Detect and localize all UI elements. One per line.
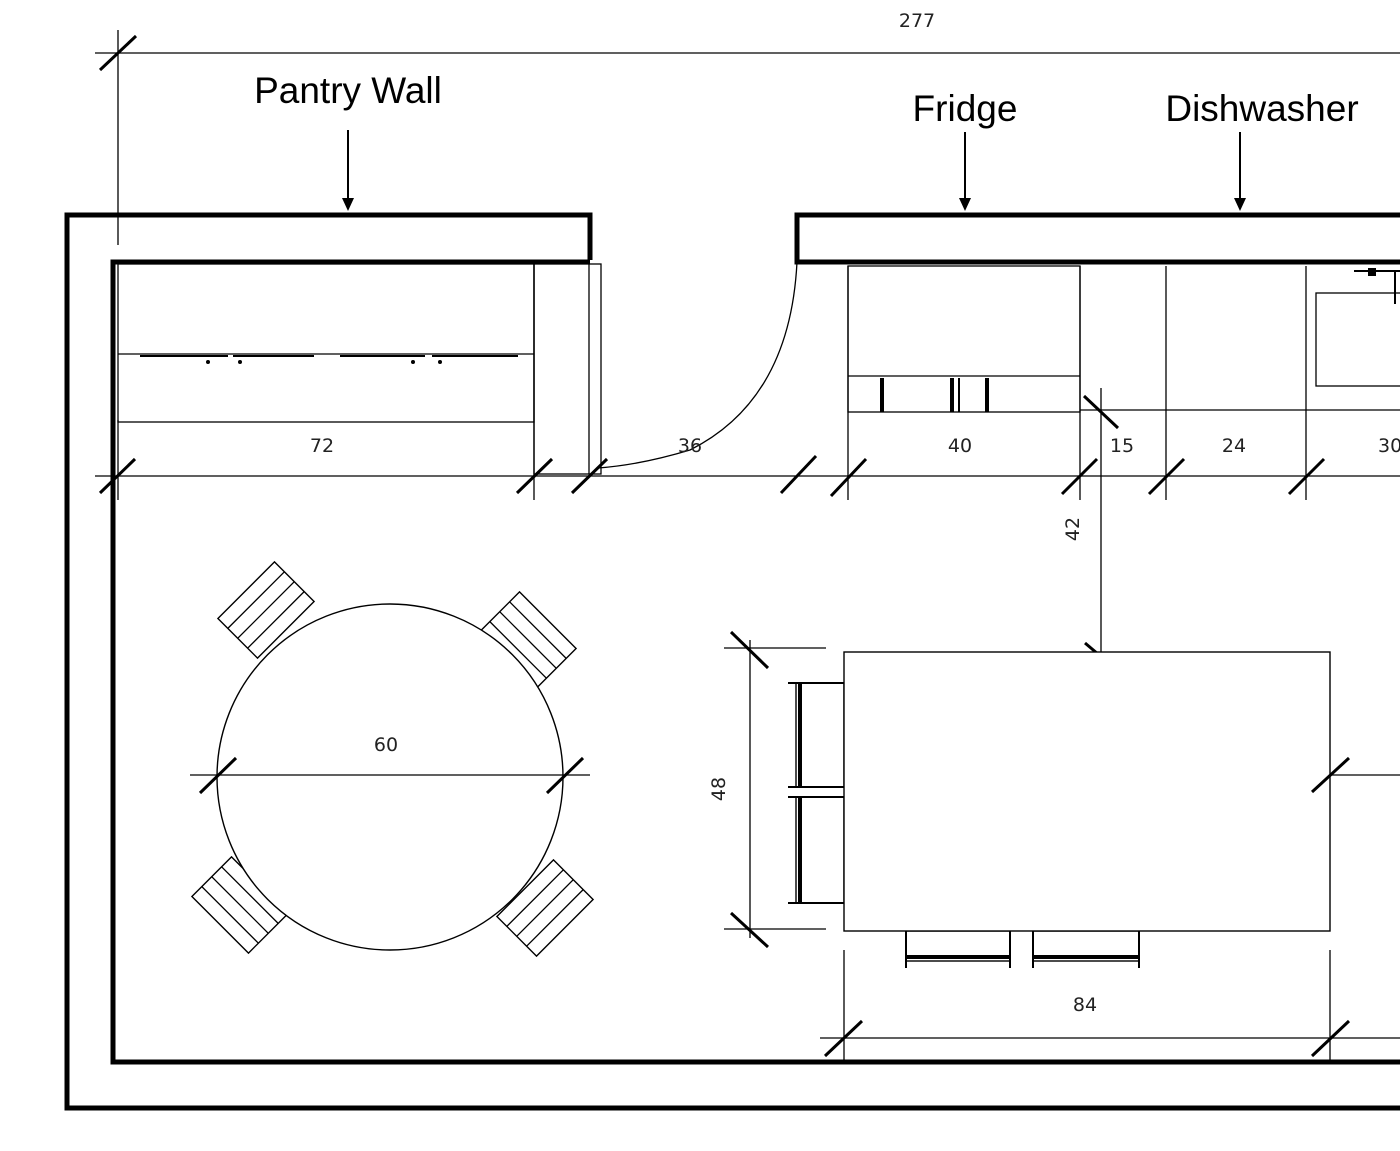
cabinet-24-label: 24 (1222, 435, 1246, 457)
room-walls (64, 212, 1400, 1111)
chair (216, 560, 316, 660)
pantry-cabinets (117, 263, 602, 500)
door-width-label: 36 (678, 435, 702, 457)
rect-table-depth-label: 48 (708, 777, 730, 801)
door-swing (597, 261, 798, 469)
dishwasher-label: Dishwasher (1165, 88, 1358, 129)
arrow-down-icon (342, 198, 354, 211)
fridge-width-label: 40 (948, 435, 972, 457)
chair (905, 930, 1011, 968)
arrow-down-icon (959, 198, 971, 211)
chair (190, 855, 290, 955)
overall-dimension: 277 (95, 10, 1400, 245)
rect-table-length-label: 84 (1073, 994, 1097, 1016)
sink (1315, 292, 1400, 387)
chair (788, 796, 845, 904)
aisle-clearance-label: 42 (1062, 517, 1084, 541)
cabinet-30-label: 30 (1378, 435, 1400, 457)
outer-wall (64, 212, 1400, 1111)
rect-table-group: 48 84 (708, 630, 1400, 1062)
pantry-width-label: 72 (310, 435, 334, 457)
chair (478, 590, 578, 690)
rect-table (843, 651, 1331, 932)
annotation-pantry-wall: Pantry Wall (254, 70, 442, 211)
arrow-down-icon (1234, 198, 1246, 211)
annotation-dishwasher: Dishwasher (1165, 88, 1359, 211)
pantry-wall-label: Pantry Wall (254, 70, 442, 111)
round-table (216, 603, 564, 951)
chair (495, 858, 595, 958)
round-table-group: 60 (190, 560, 595, 958)
overall-width-label: 277 (899, 10, 935, 32)
chair (788, 682, 845, 788)
fridge-label: Fridge (913, 88, 1018, 129)
inner-wall (110, 259, 1400, 1065)
annotation-fridge: Fridge (913, 88, 1018, 211)
cabinet-15-label: 15 (1110, 435, 1134, 457)
cabinet-dimension-line: 72 36 40 15 24 30 (95, 394, 1400, 500)
right-wall-segment (794, 212, 1400, 265)
aisle-dimension: 42 (1062, 388, 1119, 676)
chair (1032, 930, 1140, 968)
round-table-diameter-label: 60 (374, 734, 398, 756)
kitchen-cabinets (847, 265, 1400, 500)
